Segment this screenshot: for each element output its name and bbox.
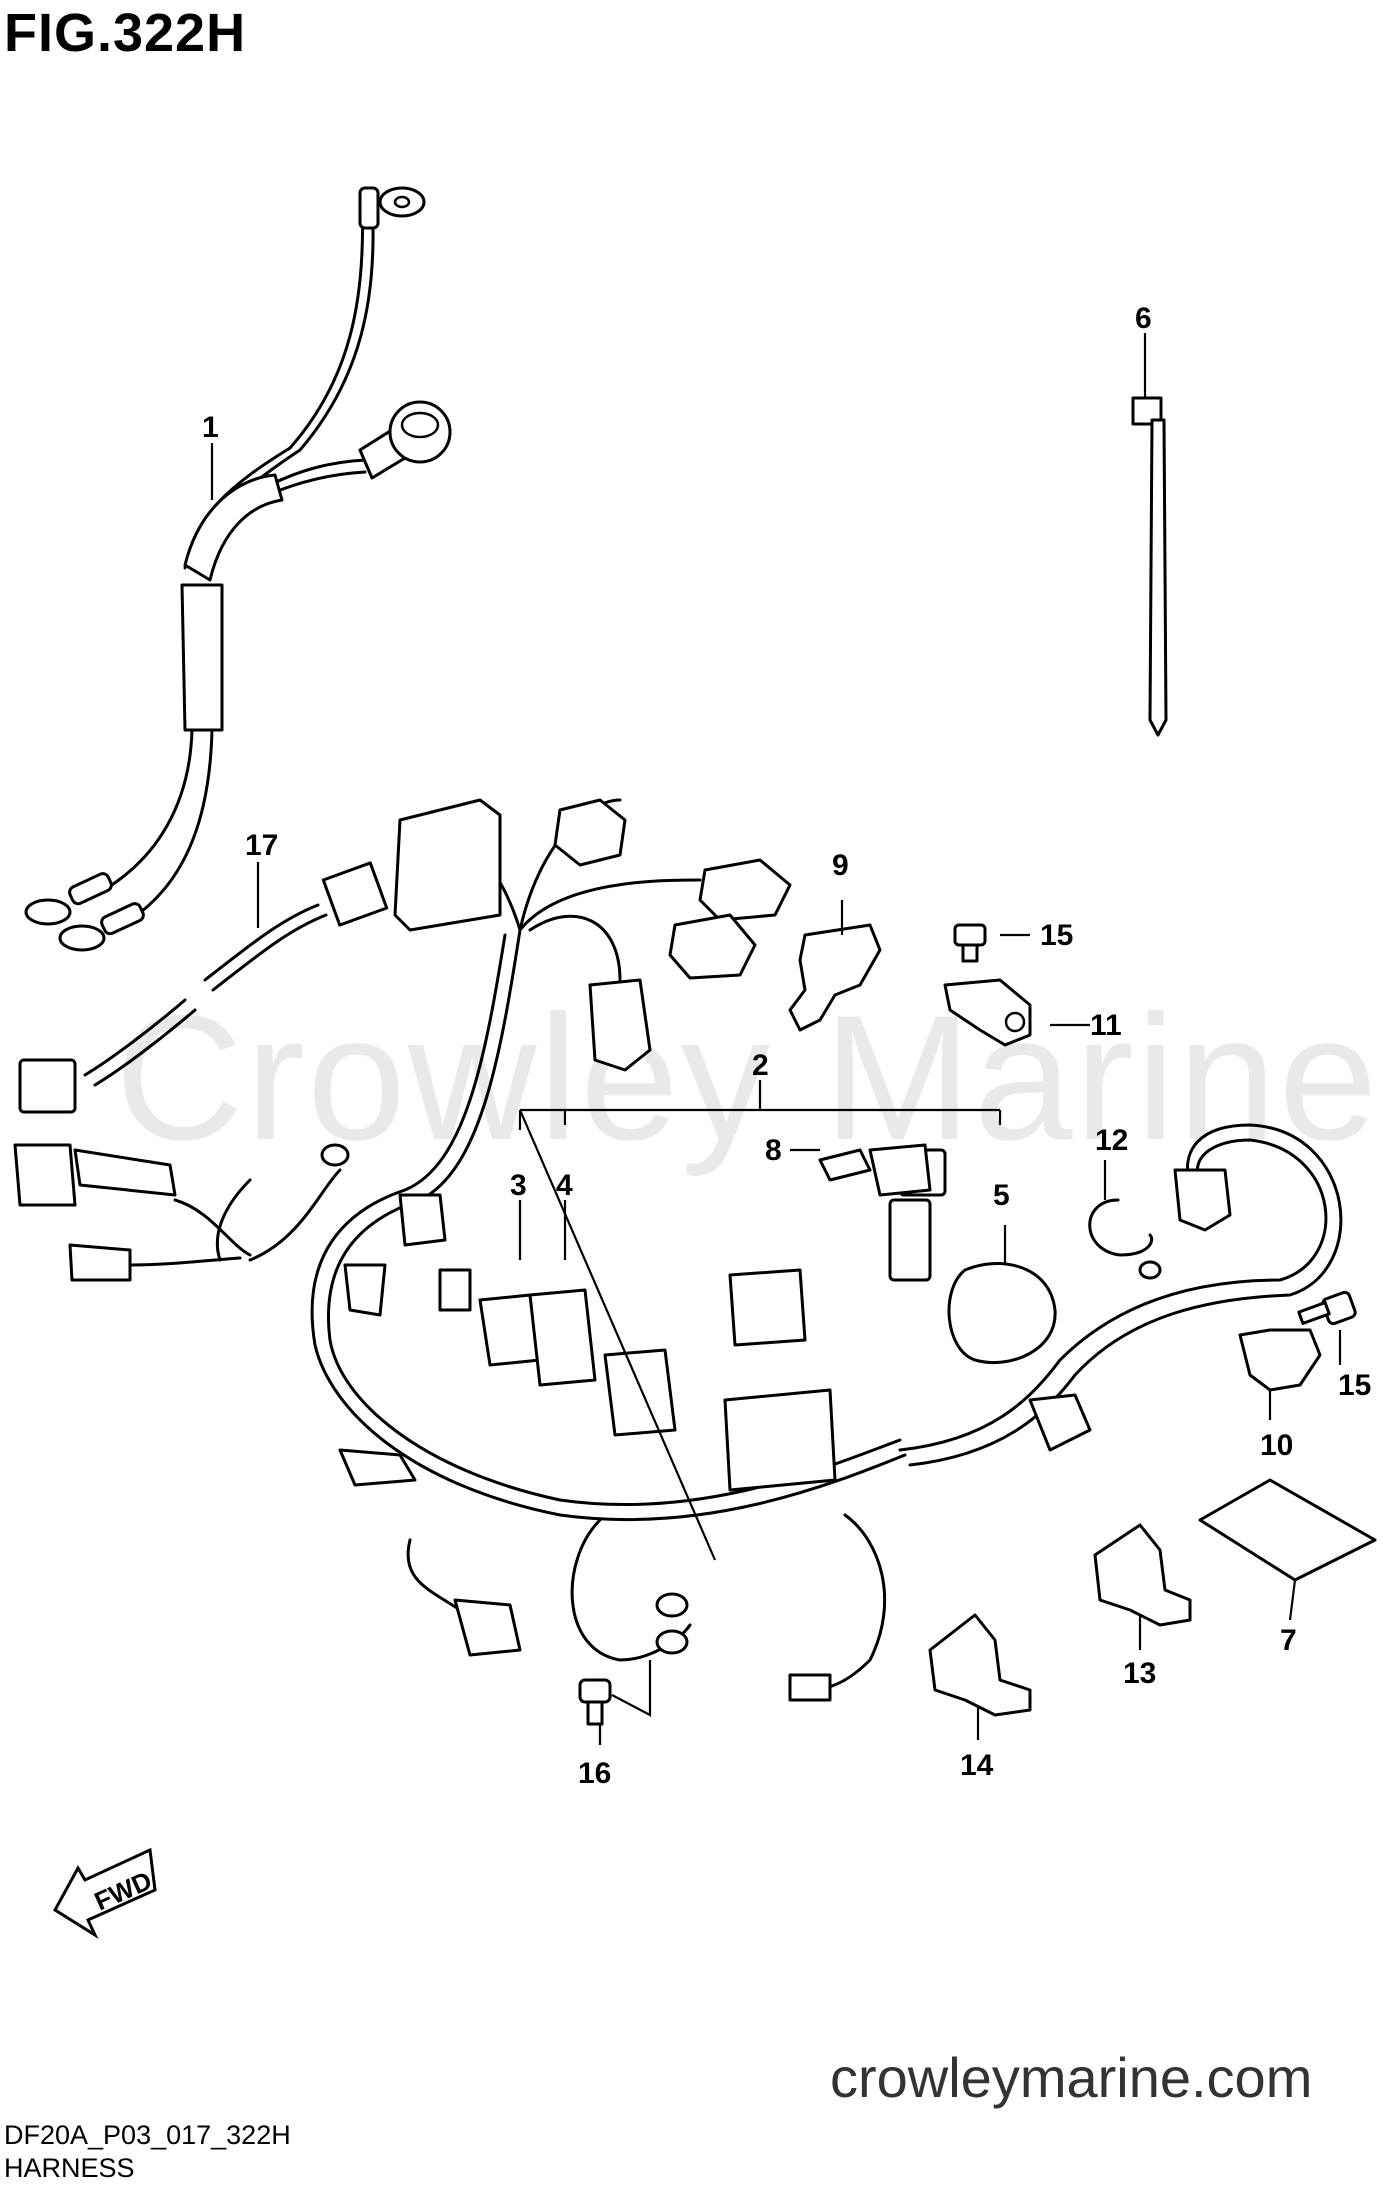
callout-15-upper: 15 xyxy=(1040,919,1073,952)
callout-2: 2 xyxy=(752,1049,769,1082)
clip-13 xyxy=(1093,1523,1192,1627)
callout-14: 14 xyxy=(960,1749,994,1782)
clip-14 xyxy=(928,1613,1032,1717)
cable-tie xyxy=(1131,396,1168,737)
callout-6: 6 xyxy=(1135,302,1152,335)
callout-3: 3 xyxy=(510,1169,527,1202)
watermark: Crowley Marine xyxy=(115,978,1380,1177)
callout-15-lower: 15 xyxy=(1338,1369,1371,1402)
figure-caption: HARNESS xyxy=(4,2153,135,2183)
callout-12: 12 xyxy=(1095,1124,1128,1157)
callout-16: 16 xyxy=(578,1757,611,1790)
website-link[interactable]: crowleymarine.com xyxy=(830,2046,1313,2109)
bracket-9 xyxy=(788,923,882,1032)
leader-lines xyxy=(210,333,1342,1745)
bolt-16 xyxy=(578,1678,612,1726)
callout-17: 17 xyxy=(245,829,278,862)
callout-9: 9 xyxy=(832,849,849,882)
loop-12 xyxy=(1088,1198,1162,1280)
sheet-7 xyxy=(1198,1478,1377,1582)
callout-13: 13 xyxy=(1123,1657,1156,1690)
bolt-15-lower xyxy=(1297,1290,1357,1326)
callout-4: 4 xyxy=(556,1169,573,1202)
battery-cable xyxy=(24,186,452,952)
cap-8 xyxy=(818,1143,932,1197)
drawing-code: DF20A_P03_017_322H xyxy=(4,2120,291,2150)
callout-8: 8 xyxy=(765,1134,782,1167)
extension-harness xyxy=(18,861,389,1114)
callout-5: 5 xyxy=(993,1179,1010,1212)
bolt-15-upper xyxy=(953,923,987,963)
figure-title: FIG.322H xyxy=(4,3,247,63)
callout-7: 7 xyxy=(1280,1624,1297,1657)
callout-10: 10 xyxy=(1260,1429,1293,1462)
clamp-11 xyxy=(943,978,1032,1047)
callout-11: 11 xyxy=(1090,1009,1122,1042)
callouts: 1 2 3 4 5 6 7 8 9 10 11 12 13 14 15 15 1… xyxy=(202,302,1371,1790)
fwd-arrow-icon: FWD xyxy=(53,1847,157,1939)
bracket-10 xyxy=(1238,1328,1322,1392)
callout-1: 1 xyxy=(202,411,219,444)
